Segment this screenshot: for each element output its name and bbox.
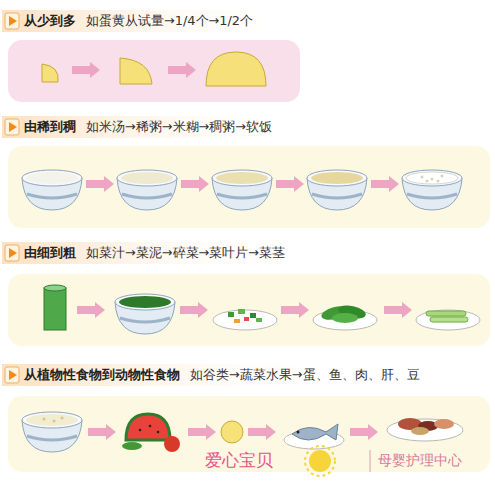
stage-heading: 从少到多 [24, 13, 76, 28]
stage-description: 如谷类→蔬菜水果→蛋、鱼、肉、肝、豆 [190, 367, 420, 382]
watermark-brand: 爱心宝贝 [205, 449, 273, 472]
stage-description: 如米汤→稀粥→米糊→稠粥→软饭 [86, 119, 272, 134]
stage-header: 由稀到稠如米汤→稀粥→米糊→稠粥→软饭 [24, 118, 490, 136]
watermark-center: 母婴护理中心 [378, 452, 462, 470]
bands [8, 40, 490, 472]
watermark-logo [305, 446, 370, 476]
feeding-stage-band: 从少到多如蛋黄从试量→1/4个→1/2个 [24, 12, 490, 102]
stage-heading: 由稀到稠 [24, 119, 76, 134]
feeding-stage-band: 由稀到稠如米汤→稀粥→米糊→稠粥→软饭 [24, 118, 490, 228]
food-groups [22, 412, 463, 452]
stage-description: 如蛋黄从试量→1/4个→1/2个 [86, 13, 253, 28]
stage-header: 从植物性食物到动物性食物如谷类→蔬菜水果→蛋、鱼、肉、肝、豆 [24, 366, 490, 384]
vegetable-stages [44, 285, 480, 334]
egg-yolk-portions [42, 52, 266, 86]
stage-heading: 由细到粗 [24, 245, 76, 260]
stage-header: 由细到粗如菜汁→菜泥→碎菜→菜叶片→菜茎 [24, 244, 490, 262]
stage-heading: 从植物性食物到动物性食物 [24, 367, 180, 382]
stage-header: 从少到多如蛋黄从试量→1/4个→1/2个 [24, 12, 490, 30]
porridge-bowls [22, 170, 462, 210]
feeding-stage-band: 由细到粗如菜汁→菜泥→碎菜→菜叶片→菜茎 [24, 244, 490, 346]
stage-description: 如菜汁→菜泥→碎菜→菜叶片→菜茎 [86, 245, 285, 260]
